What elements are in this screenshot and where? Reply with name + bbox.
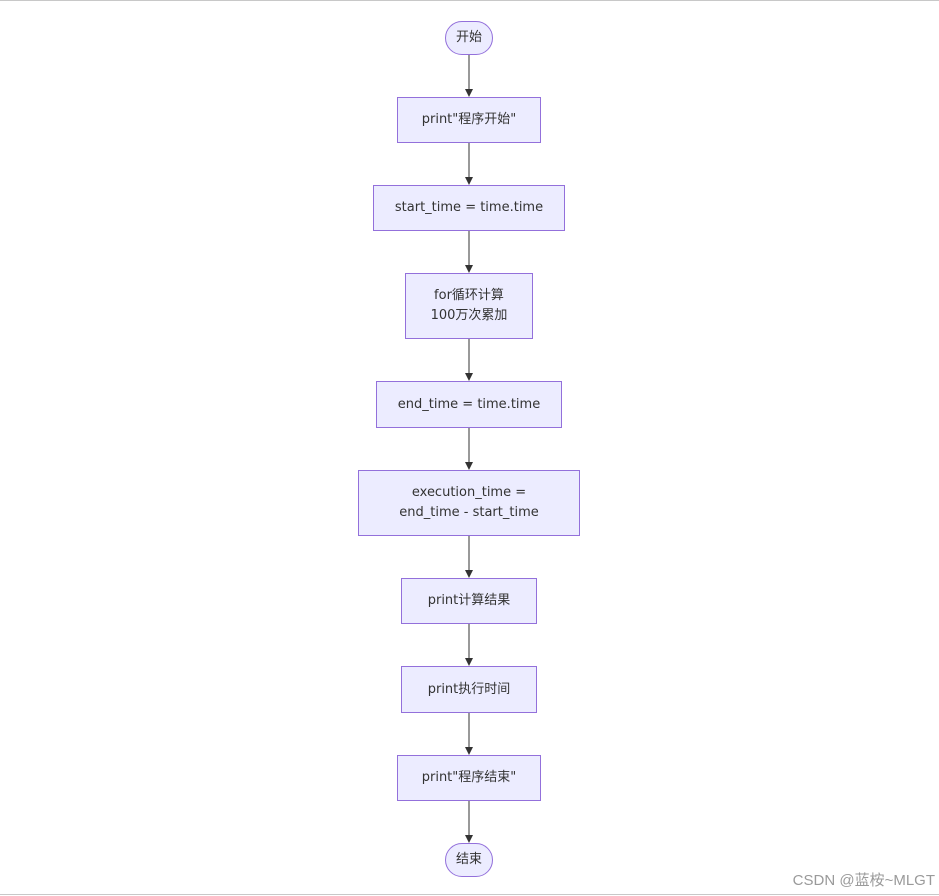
execution-time-node: execution_time = end_time - start_time <box>358 470 580 536</box>
loop-node: for循环计算 100万次累加 <box>405 273 533 339</box>
start-time-node: start_time = time.time <box>373 185 565 231</box>
end-node: 结束 <box>445 843 493 877</box>
print-exec-time-node: print执行时间 <box>401 666 537 713</box>
start-node: 开始 <box>445 21 493 55</box>
print-result-node: print计算结果 <box>401 578 537 624</box>
print-end-node: print"程序结束" <box>397 755 541 801</box>
print-start-node: print"程序开始" <box>397 97 541 143</box>
end-time-node: end_time = time.time <box>376 381 562 428</box>
watermark: CSDN @蓝桉~MLGT <box>792 872 935 889</box>
